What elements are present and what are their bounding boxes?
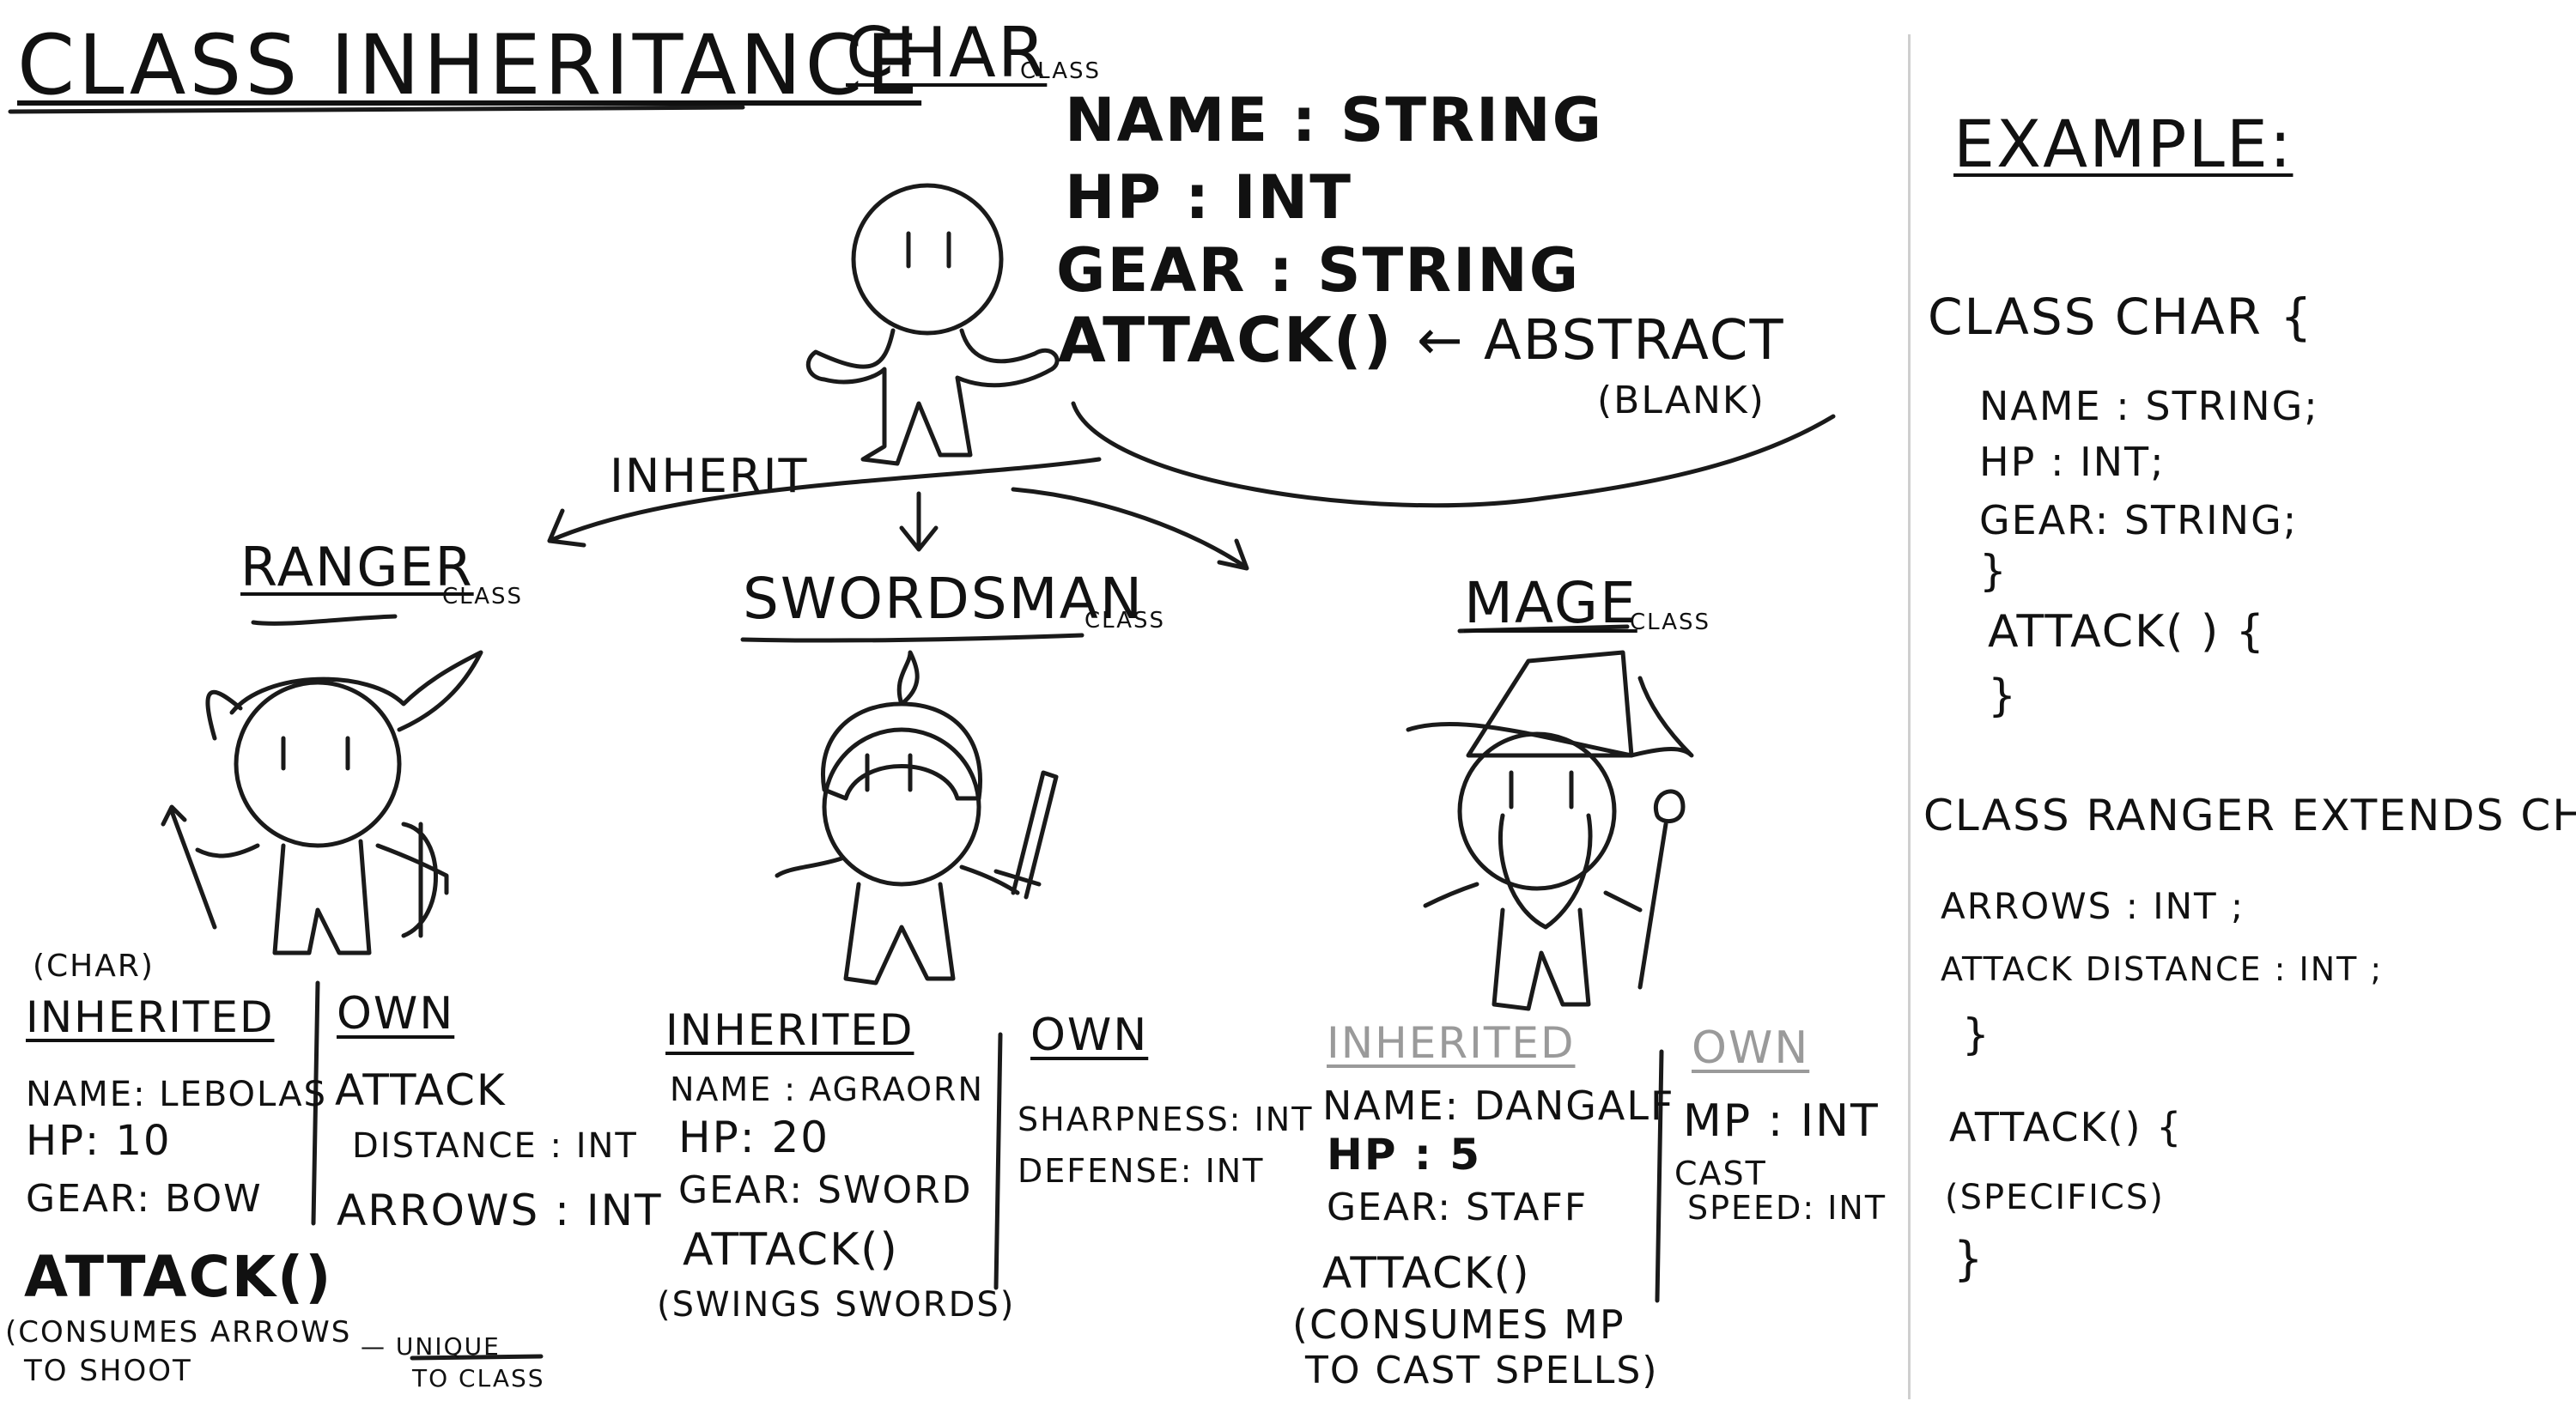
ranger-own-arrows: ARROWS : INT xyxy=(337,1186,663,1235)
ranger-inherited-gear: GEAR: BOW xyxy=(26,1177,263,1221)
char-field-gear: GEAR : STRING xyxy=(1056,235,1581,306)
ranger-figure xyxy=(161,650,483,955)
ranger-inherited-heading: INHERITED xyxy=(26,992,275,1042)
ranger-unique-note-1: — UNIQUE xyxy=(361,1332,501,1361)
swordsman-own-sharpness: SHARPNESS: INT xyxy=(1018,1101,1314,1138)
ranger-own-attack: ATTACK xyxy=(335,1065,507,1115)
mage-class-name: MAGE xyxy=(1464,570,1637,636)
mage-own-heading: OWN xyxy=(1692,1022,1810,1074)
example-code-line: ATTACK() { xyxy=(1949,1104,2184,1150)
example-code-line: CLASS RANGER EXTENDS CHAR { xyxy=(1923,791,2576,840)
mage-figure xyxy=(1406,650,1694,1011)
ranger-attack: ATTACK() xyxy=(24,1244,333,1310)
mage-class-suffix: CLASS xyxy=(1630,610,1711,635)
page-title: CLASS INHERITANCE xyxy=(17,17,922,113)
swordsman-own-heading: OWN xyxy=(1030,1010,1149,1061)
abstract-note: ← ABSTRACT xyxy=(1417,309,1785,373)
swordsman-inherited-heading: INHERITED xyxy=(665,1005,914,1055)
mage-inherited-name: NAME: DANGALF xyxy=(1322,1083,1675,1129)
example-divider xyxy=(1908,34,1911,1399)
blank-note: (BLANK) xyxy=(1597,379,1765,422)
swordsman-figure xyxy=(775,650,1059,986)
char-field-attack: ATTACK() xyxy=(1058,304,1394,376)
example-heading: EXAMPLE: xyxy=(1953,106,2293,182)
example-code-line: } xyxy=(1953,1232,1985,1286)
example-code-line: } xyxy=(1962,1010,1991,1059)
mage-inherited-hp: HP : 5 xyxy=(1327,1130,1482,1180)
mage-attack: ATTACK() xyxy=(1322,1248,1531,1298)
example-code-line: NAME : STRING; xyxy=(1979,383,2319,429)
example-code-line: } xyxy=(1979,546,2008,596)
example-code-line: GEAR: STRING; xyxy=(1979,497,2299,543)
ranger-char-note: (CHAR) xyxy=(33,949,155,984)
swordsman-inherited-gear: GEAR: SWORD xyxy=(678,1168,973,1212)
ranger-unique-note-2: TO CLASS xyxy=(412,1364,545,1392)
example-code-line: ARROWS : INT ; xyxy=(1941,885,2245,927)
example-code-line: CLASS CHAR { xyxy=(1928,288,2314,346)
swordsman-attack: ATTACK() xyxy=(683,1224,899,1276)
swordsman-attack-note: (SWINGS SWORDS) xyxy=(657,1285,1016,1325)
mage-attack-note-1: (CONSUMES MP xyxy=(1292,1301,1625,1348)
ranger-attack-note-2: TO SHOOT xyxy=(24,1354,192,1388)
char-field-name: NAME : STRING xyxy=(1065,85,1604,155)
char-figure xyxy=(805,183,1060,466)
ranger-own-heading: OWN xyxy=(337,988,455,1040)
ranger-inherited-name: NAME: LEBOLAS xyxy=(26,1075,327,1114)
mage-own-mp: MP : INT xyxy=(1683,1095,1880,1147)
ranger-attack-note-1: (CONSUMES ARROWS xyxy=(5,1315,352,1349)
swordsman-inherited-name: NAME : AGRAORN xyxy=(670,1070,984,1108)
char-class-suffix: CLASS xyxy=(1020,58,1102,84)
mage-inherited-heading: INHERITED xyxy=(1327,1018,1576,1068)
ranger-class-suffix: CLASS xyxy=(442,584,524,610)
mage-inherited-gear: GEAR: STAFF xyxy=(1327,1186,1589,1229)
ranger-inherited-hp: HP: 10 xyxy=(26,1117,172,1165)
swordsman-inherited-hp: HP: 20 xyxy=(678,1113,830,1162)
example-code-line: HP : INT; xyxy=(1979,439,2166,485)
mage-own-cast: CAST xyxy=(1674,1155,1767,1192)
mage-own-speed: SPEED: INT xyxy=(1687,1189,1887,1227)
mage-attack-note-2: TO CAST SPELLS) xyxy=(1305,1349,1659,1392)
example-code-line: (SPECIFICS) xyxy=(1945,1178,2165,1217)
example-code-line: } xyxy=(1988,670,2019,722)
char-class-name: CHAR xyxy=(846,13,1048,93)
swordsman-own-defense: DEFENSE: INT xyxy=(1018,1152,1265,1190)
char-field-hp: HP : INT xyxy=(1065,162,1352,233)
swordsman-class-suffix: CLASS xyxy=(1084,608,1166,634)
swordsman-class-name: SWORDSMAN xyxy=(743,566,1145,632)
example-code-line: ATTACK DISTANCE : INT ; xyxy=(1941,950,2384,988)
example-code-line: ATTACK( ) { xyxy=(1988,606,2266,658)
ranger-own-distance: DISTANCE : INT xyxy=(352,1126,638,1166)
ranger-class-name: RANGER xyxy=(240,536,474,598)
